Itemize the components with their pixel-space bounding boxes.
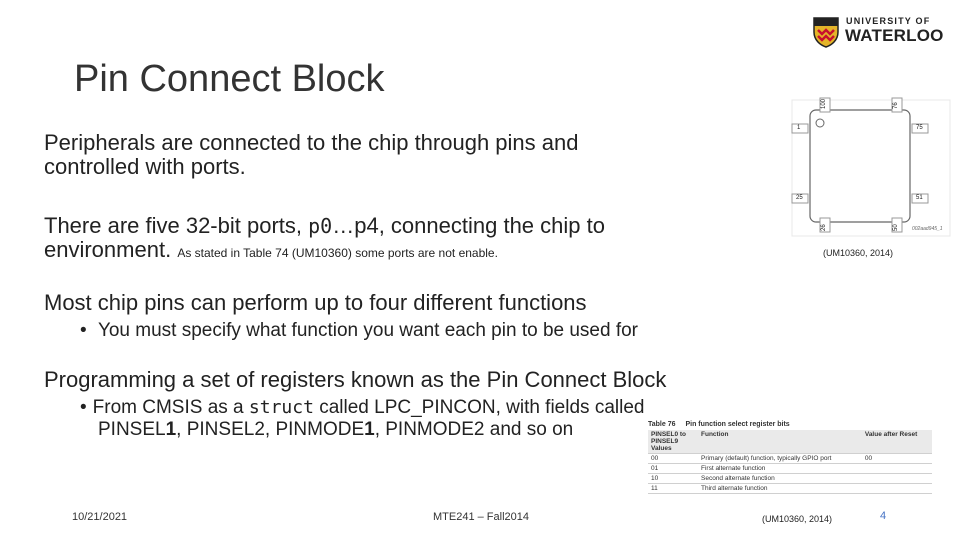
table-caption-title: Table 76 Pin function select register bi…	[648, 421, 932, 428]
bullet-2-text-b: called	[313, 397, 375, 418]
bullet-dot: •	[80, 320, 87, 341]
pin-label-l1: 1	[797, 125, 801, 131]
chip-package-diagram: 100 76 1 75 25 51 26 50 002aad945_1	[784, 92, 954, 242]
pin-label-tr: 76	[893, 102, 899, 109]
paragraph-2-text-a: There are five 32-bit ports,	[44, 213, 309, 238]
pinsel-text: PINSEL	[98, 419, 166, 440]
bullet-1-text: You must specify what function you want …	[97, 320, 639, 341]
table-cell: 11	[648, 483, 698, 494]
table-header: PINSEL0 to PINSEL9 Values	[648, 430, 698, 454]
pin-label-bl: 26	[821, 224, 827, 231]
pin-function-table: PINSEL0 to PINSEL9 Values Function Value…	[648, 430, 932, 494]
crest-icon	[813, 17, 839, 48]
table-cell: 00	[648, 453, 698, 464]
bullet-2: •From CMSIS as a struct called LPC_PINCO…	[80, 397, 644, 441]
bullet-1: • You must specify what function you wan…	[80, 320, 638, 342]
pin-label-l2: 25	[796, 195, 803, 201]
table-header: Function	[698, 430, 862, 454]
table-cell	[861, 463, 932, 474]
bullet-2-text-a: From CMSIS as a	[92, 397, 249, 418]
table-header-row: PINSEL0 to PINSEL9 Values Function Value…	[648, 430, 932, 454]
logo-line1: UNIVERSITY OF	[846, 16, 931, 26]
paragraph-4: Programming a set of registers known as …	[44, 367, 667, 392]
table-cell: Third alternate function	[698, 483, 862, 494]
port-p4-text: p4	[354, 213, 379, 238]
table-cell: 10	[648, 473, 698, 484]
lpc-pincon-name: LPC_PINCON	[374, 397, 496, 418]
pin-label-r1: 75	[916, 125, 923, 131]
logo-line2: WATERLOO	[845, 26, 944, 45]
table-row: 01 First alternate function	[648, 463, 932, 474]
paragraph-3: Most chip pins can perform up to four di…	[44, 290, 587, 315]
table-cell: First alternate function	[698, 463, 862, 474]
pinsel-number: 1	[165, 419, 177, 440]
paragraph-1-line1: Peripherals are connected to the chip th…	[44, 130, 579, 155]
footer-date: 10/21/2021	[72, 511, 128, 523]
paragraph-1-line2: controlled with ports.	[44, 154, 246, 179]
pin-label-br: 50	[893, 224, 899, 231]
paragraph-2-note: As stated in Table 74 (UM10360) some por…	[177, 246, 498, 260]
figure-id-label: 002aad945_1	[912, 226, 943, 232]
pin-function-table-figure: Table 76 Pin function select register bi…	[648, 421, 932, 494]
slide-title: Pin Connect Block	[74, 58, 385, 100]
table-row: 00 Primary (default) function, typically…	[648, 453, 932, 464]
table-cell	[861, 483, 932, 494]
paragraph-2: There are five 32-bit ports, p0…p4, conn…	[44, 214, 605, 265]
table-row: 11 Third alternate function	[648, 483, 932, 494]
table-cell: Primary (default) function, typically GP…	[698, 453, 862, 464]
table-caption: (UM10360, 2014)	[762, 514, 833, 524]
bullet-dot: •	[80, 397, 87, 418]
table-row: 10 Second alternate function	[648, 473, 932, 484]
table-cell: Second alternate function	[698, 473, 862, 484]
page-number: 4	[880, 510, 887, 522]
table-cell	[861, 473, 932, 484]
footer-course: MTE241 – Fall2014	[433, 511, 529, 523]
ellipsis: …	[332, 213, 355, 238]
table-header: Value after Reset	[861, 430, 932, 454]
table-cell: 00	[861, 453, 932, 464]
pinmode-number: 1	[364, 419, 375, 440]
pin-label-tl: 100	[821, 98, 827, 109]
pin-label-r2: 51	[916, 195, 923, 201]
chip-outline	[791, 97, 951, 237]
table-subtitle: Pin function select register bits	[685, 421, 790, 428]
university-logo: UNIVERSITY OF WATERLOO	[812, 14, 944, 50]
chip-caption: (UM10360, 2014)	[823, 248, 894, 258]
bullet-2-text-c: , with fields called	[495, 397, 645, 418]
struct-code: struct	[248, 397, 314, 418]
pinmode-text: , PINSEL2, PINMODE	[176, 419, 365, 440]
table-cell: 01	[648, 463, 698, 474]
paragraph-1: Peripherals are connected to the chip th…	[44, 131, 578, 179]
bullet-2-text-end: , PINMODE2 and so on	[374, 419, 574, 440]
paragraph-2-text-c: , connecting the chip to	[378, 213, 605, 238]
table-number: Table 76	[648, 421, 676, 428]
paragraph-2-text-d: environment.	[44, 237, 172, 262]
port-p0-code: p0	[308, 214, 333, 238]
